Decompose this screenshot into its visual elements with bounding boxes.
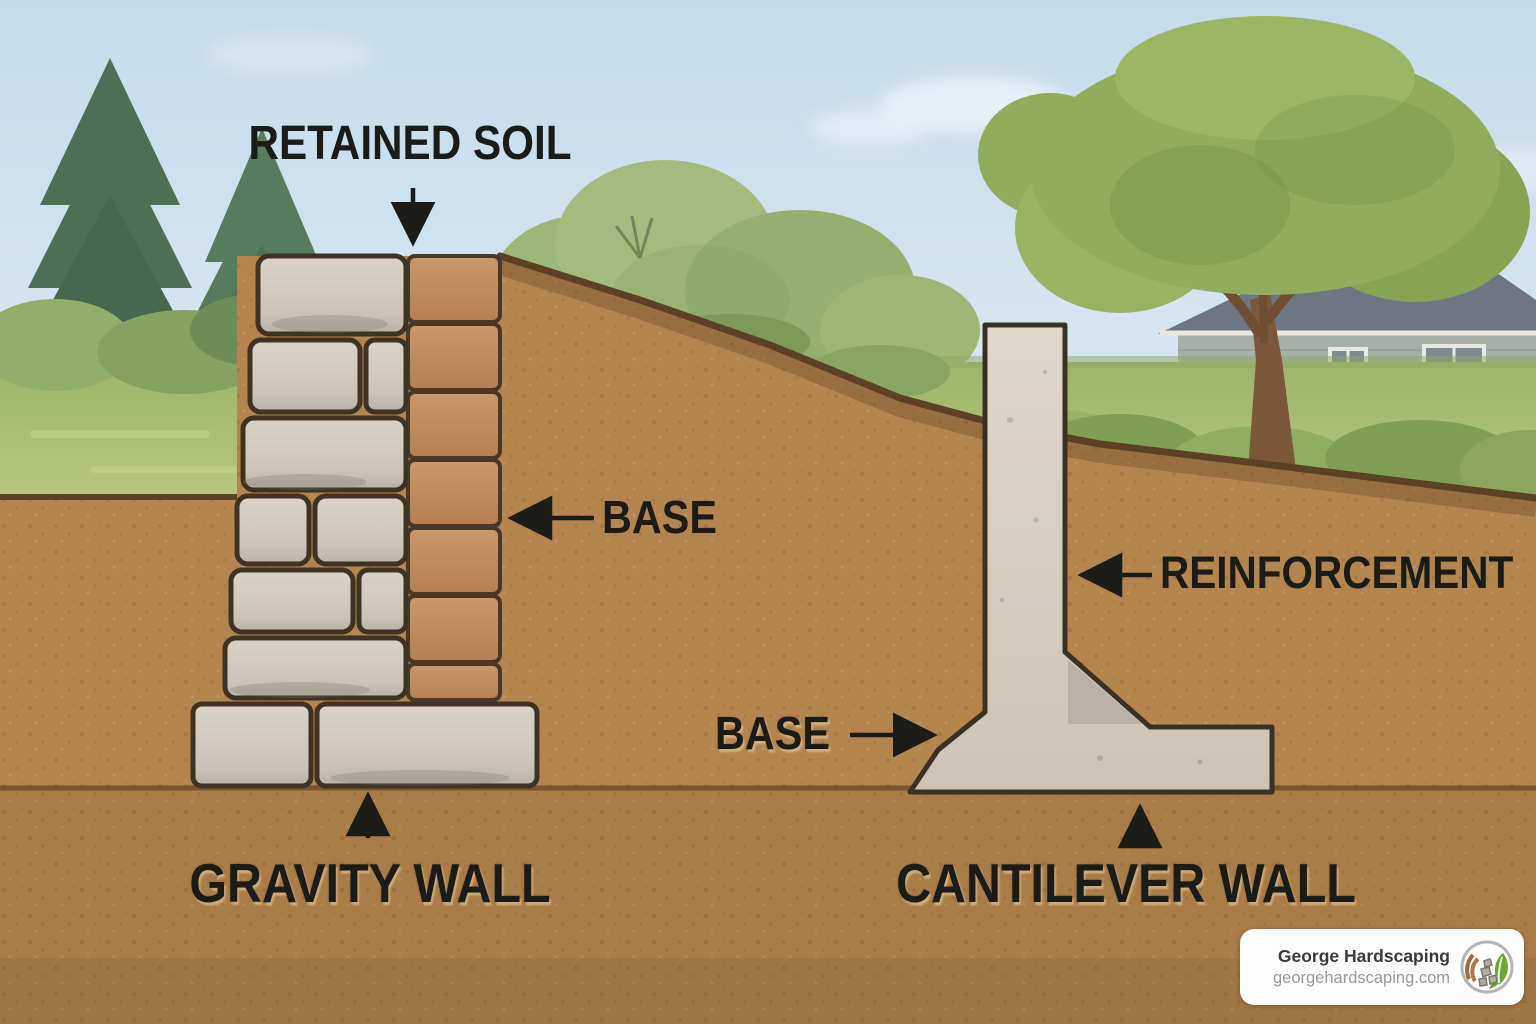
soil-slope-edge bbox=[496, 252, 1536, 502]
cantilever-wall-label: CANTILEVER WALL bbox=[896, 852, 1356, 914]
large-tree bbox=[978, 16, 1530, 470]
watermark-badge: George Hardscaping georgehardscaping.com bbox=[1240, 929, 1524, 1005]
retained-soil-label: RETAINED SOIL bbox=[248, 117, 572, 170]
base-right-label: BASE bbox=[715, 707, 831, 759]
brick-backfill-column bbox=[406, 254, 502, 702]
soil-slope-shade bbox=[497, 255, 1536, 517]
wall-footing bbox=[190, 701, 540, 789]
reinforcement-label: REINFORCEMENT bbox=[1160, 547, 1514, 598]
cantilever-wall-illustration bbox=[907, 322, 1275, 795]
buttress-shade bbox=[1068, 660, 1142, 724]
watermark-website: georgehardscaping.com bbox=[1272, 968, 1450, 987]
gravity-wall-illustration bbox=[190, 253, 540, 789]
watermark-name: George Hardscaping bbox=[1277, 945, 1450, 966]
gravity-wall-label: GRAVITY WALL bbox=[189, 852, 551, 914]
stone-blocks bbox=[222, 253, 409, 701]
stone-shading bbox=[230, 315, 510, 786]
bare-branch-sketch bbox=[614, 215, 654, 259]
concrete-speckles bbox=[1000, 370, 1203, 765]
annotation-arrows bbox=[345, 188, 1163, 849]
base-left-label: BASE bbox=[602, 491, 718, 543]
leaf-soil-stone-circle-icon bbox=[1460, 940, 1514, 994]
